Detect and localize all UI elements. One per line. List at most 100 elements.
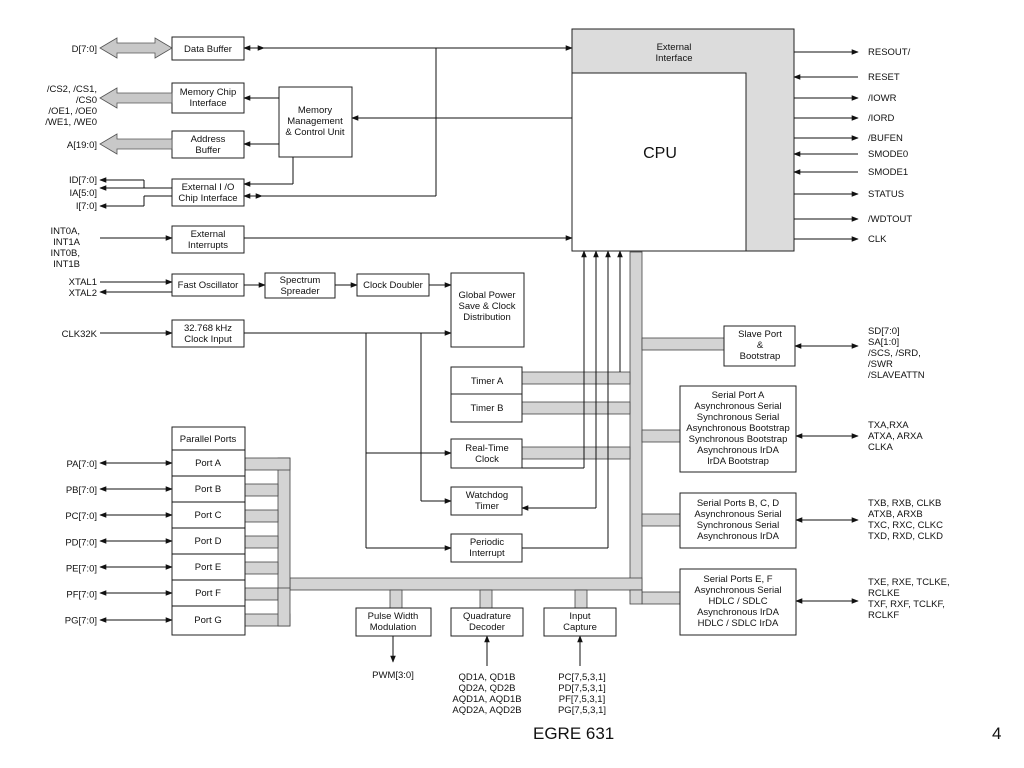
- text-line: Data Buffer: [184, 44, 232, 55]
- text-line: Interrupts: [188, 240, 228, 251]
- text-line: /CS2, /CS1,: [47, 84, 97, 95]
- text-line: Port D: [195, 536, 222, 547]
- text-line: Interrupt: [469, 548, 505, 559]
- text-line: Synchronous Serial: [697, 412, 779, 423]
- text-line: INT0A,: [50, 226, 80, 237]
- text-line: Clock Doubler: [363, 280, 423, 291]
- text-line: Timer B: [471, 403, 504, 414]
- text-line: Timer A: [471, 376, 504, 387]
- text-line: Asynchronous Serial: [694, 509, 781, 520]
- text-line: Asynchronous Bootstrap: [686, 423, 790, 434]
- text-line: SMODE1: [868, 167, 908, 178]
- text-line: SD[7:0]: [868, 326, 900, 337]
- text-line: Memory Chip: [180, 87, 237, 98]
- text-line: Asynchronous Serial: [694, 585, 781, 596]
- text-line: Chip Interface: [178, 193, 237, 204]
- text-line: Port C: [195, 510, 222, 521]
- text-line: PC[7:0]: [65, 511, 97, 522]
- text-line: HDLC / SDLC: [708, 596, 767, 607]
- text-line: ATXA, ARXA: [868, 431, 923, 442]
- text-line: ID[7:0]: [69, 175, 97, 186]
- text-line: PB[7:0]: [66, 485, 97, 496]
- port-d-label: Port D: [195, 536, 222, 547]
- text-line: TXA,RXA: [868, 420, 909, 431]
- port-a-label: Port A: [195, 458, 222, 469]
- text-line: Asynchronous IrDA: [697, 607, 780, 618]
- text-line: Clock: [475, 454, 499, 465]
- text-line: /CS0: [76, 95, 97, 106]
- text-line: Modulation: [370, 622, 416, 633]
- pwm-signals: PWM[3:0]: [372, 670, 414, 681]
- text-line: Management: [287, 116, 343, 127]
- text-line: HDLC / SDLC IrDA: [698, 618, 779, 629]
- text-line: /IORD: [868, 113, 895, 124]
- serial-ports-ef-block: [679, 568, 797, 636]
- text-line: Periodic: [470, 537, 505, 548]
- text-line: A[19:0]: [67, 140, 97, 151]
- text-line: PD[7,5,3,1]: [558, 683, 606, 694]
- text-line: SMODE0: [868, 149, 908, 160]
- text-line: /BUFEN: [868, 133, 903, 144]
- clk32k-label: CLK32K: [62, 329, 98, 340]
- fast-oscillator-label: Fast Oscillator: [178, 280, 239, 291]
- text-line: 32.768 kHz: [184, 323, 232, 334]
- io-signals: ID[7:0]IA[5:0]I[7:0]: [69, 175, 97, 212]
- text-line: SA[1:0]: [868, 337, 899, 348]
- text-line: INT0B,: [50, 248, 80, 259]
- text-line: Asynchronous IrDA: [697, 531, 780, 542]
- d-bus-label: D[7:0]: [72, 44, 97, 55]
- port-c-label: Port C: [195, 510, 222, 521]
- text-line: QD2A, QD2B: [458, 683, 515, 694]
- text-line: PD[7:0]: [65, 537, 97, 548]
- clock-input-block: [171, 319, 245, 348]
- global-power-block: [450, 272, 525, 348]
- footer-course: EGRE 631: [533, 724, 615, 743]
- input-capture-signals: PC[7,5,3,1]PD[7,5,3,1]PF[7,5,3,1]PG[7,5,…: [558, 672, 606, 716]
- text-line: /WE1, /WE0: [45, 117, 97, 128]
- timer-b-block: [450, 393, 523, 423]
- text-line: XTAL2: [69, 288, 97, 299]
- text-line: &: [757, 340, 764, 351]
- text-line: STATUS: [868, 189, 904, 200]
- text-line: INT1A: [53, 237, 81, 248]
- text-line: PF[7:0]: [66, 590, 97, 601]
- text-line: I[7:0]: [76, 201, 97, 212]
- text-line: AQD1A, AQD1B: [452, 694, 521, 705]
- port-e-label: Port E: [195, 562, 221, 573]
- text-line: CLK: [868, 234, 887, 245]
- text-line: CLKA: [868, 442, 893, 453]
- mem-ctrl-signals: /CS2, /CS1,/CS0/OE1, /OE0/WE1, /WE0: [45, 84, 97, 128]
- text-line: /SLAVEATTN: [868, 370, 925, 381]
- text-line: TXB, RXB, CLKB: [868, 498, 941, 509]
- text-line: Asynchronous Serial: [694, 401, 781, 412]
- data-buffer-label: Data Buffer: [184, 44, 232, 55]
- text-line: Decoder: [469, 622, 505, 633]
- text-line: Port E: [195, 562, 221, 573]
- text-line: Slave Port: [738, 329, 782, 340]
- text-line: ATXB, ARXB: [868, 509, 923, 520]
- text-line: TXE, RXE, TCLKE,: [868, 577, 950, 588]
- text-line: Synchronous Bootstrap: [689, 434, 788, 445]
- text-line: PF[7,5,3,1]: [559, 694, 605, 705]
- text-line: Pulse Width: [368, 611, 419, 622]
- text-line: INT1B: [53, 259, 80, 270]
- timer-b-label: Timer B: [471, 403, 504, 414]
- parallel-ports-label: Parallel Ports: [180, 434, 237, 445]
- text-line: RESOUT/: [868, 47, 911, 58]
- text-line: PWM[3:0]: [372, 670, 414, 681]
